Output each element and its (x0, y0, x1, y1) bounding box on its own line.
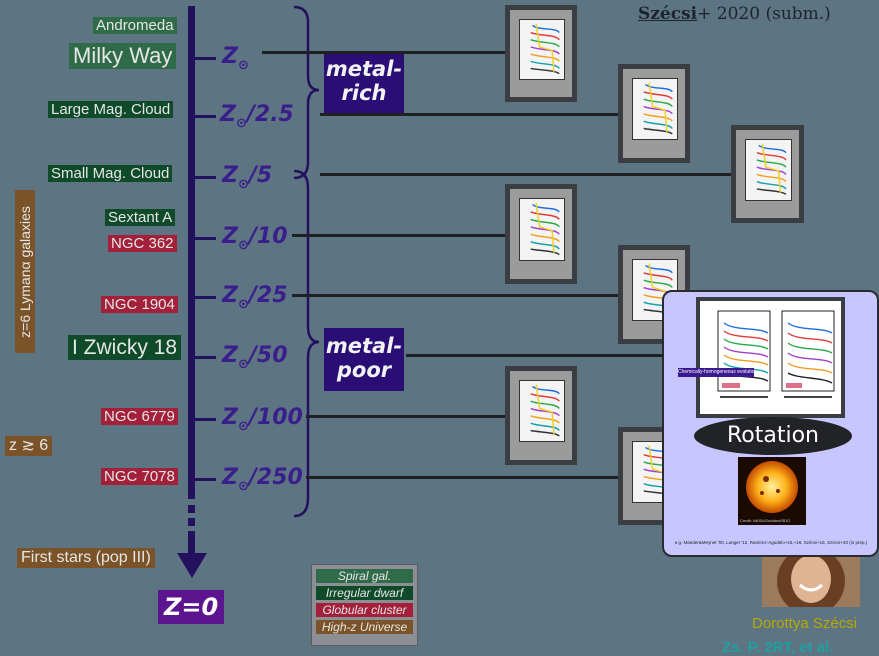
legend-globular: Globular cluster (316, 603, 413, 617)
author-name: Dorottya Szécsi (752, 615, 858, 632)
z-level-50: Z⊙/50 (222, 343, 288, 372)
connector-line (292, 234, 508, 237)
author-photo (762, 555, 860, 607)
high-z-label: z ≳ 6 (5, 436, 53, 456)
metal-rich-badge: metal-rich (324, 51, 404, 114)
z-zero-badge: Z=0 (158, 590, 225, 624)
tick-0 (194, 57, 216, 60)
sun-image: Credit: NASA/Goddard/SDO (738, 457, 806, 525)
hr-diagram-thumbnail[interactable] (505, 184, 577, 284)
legend-spiral: Spiral gal. (316, 569, 413, 583)
axis-dash-1 (188, 505, 195, 513)
hr-diagram-thumbnail[interactable] (731, 125, 804, 223)
author-subtitle: Zs. P. 2RT, et al. (722, 639, 834, 656)
axis-dash-2 (188, 518, 195, 526)
popup-footnote: e.g. Maeder&Meynet '00, Langer '12, Ramí… (674, 540, 868, 545)
connector-line (262, 51, 507, 54)
citation: Szécsi+ 2020 (subm.) (638, 6, 831, 23)
lyman-alpha-label: z=6 Lymanα galaxies (15, 190, 35, 353)
popup-figure (696, 297, 845, 418)
connector-line (406, 354, 664, 357)
tick-3 (194, 237, 216, 240)
rotation-label: Rotation (694, 417, 852, 455)
tick-7 (194, 478, 216, 481)
popup-banner: Chemically-homogeneous evolution (678, 368, 754, 377)
connector-line (320, 113, 620, 116)
connector-line (292, 294, 620, 297)
axis-arrowhead (177, 553, 207, 578)
z-level-2-5: Z⊙/2.5 (220, 102, 294, 131)
tick-1 (194, 115, 216, 118)
citation-author: Szécsi (638, 4, 698, 24)
hr-diagram-thumbnail[interactable] (505, 5, 577, 102)
galaxy-izw18: I Zwicky 18 (68, 335, 182, 360)
galaxy-smc: Small Mag. Cloud (48, 165, 173, 182)
galaxy-lmc: Large Mag. Cloud (48, 101, 174, 118)
connector-line (306, 476, 620, 479)
connector-line (320, 173, 734, 176)
connector-line (306, 415, 508, 418)
z-level-25: Z⊙/25 (222, 283, 288, 312)
galaxy-milky-way: Milky Way (69, 43, 177, 69)
first-stars-label: First stars (pop III) (17, 548, 155, 568)
sun-caption: Credit: NASA/Goddard/SDO (740, 518, 791, 523)
hr-diagram-thumbnail[interactable] (505, 366, 577, 465)
galaxy-ngc1904: NGC 1904 (101, 296, 178, 313)
z-level-250: Z⊙/250 (222, 465, 303, 494)
galaxy-ngc362: NGC 362 (108, 235, 177, 252)
z-level-100: Z⊙/100 (222, 405, 303, 434)
metal-rich-brace (293, 5, 320, 180)
tick-2 (194, 176, 216, 179)
galaxy-sextant-a: Sextant A (105, 209, 176, 226)
axis-dash-3 (188, 531, 195, 555)
metal-poor-badge: metal-poor (324, 328, 404, 391)
galaxy-ngc7078: NGC 7078 (101, 468, 178, 485)
z-level-sun: Z⊙ (222, 44, 249, 73)
tick-6 (194, 418, 216, 421)
legend-high-z: High-z Universe (316, 620, 413, 634)
citation-rest: + 2020 (subm.) (697, 4, 831, 24)
hr-diagram-thumbnail[interactable] (618, 64, 690, 163)
legend-irregular: Irregular dwarf (316, 586, 413, 600)
metal-poor-brace (293, 169, 320, 518)
galaxy-ngc6779: NGC 6779 (101, 408, 178, 425)
tick-4 (194, 296, 216, 299)
galaxy-andromeda: Andromeda (93, 17, 177, 34)
metallicity-axis (188, 6, 195, 499)
z-level-5: Z⊙/5 (222, 163, 273, 192)
rotation-popup[interactable]: Chemically-homogeneous evolution Rotatio… (662, 290, 879, 557)
tick-5 (194, 356, 216, 359)
legend: Spiral gal. Irregular dwarf Globular clu… (311, 564, 418, 646)
z-level-10: Z⊙/10 (222, 224, 288, 253)
